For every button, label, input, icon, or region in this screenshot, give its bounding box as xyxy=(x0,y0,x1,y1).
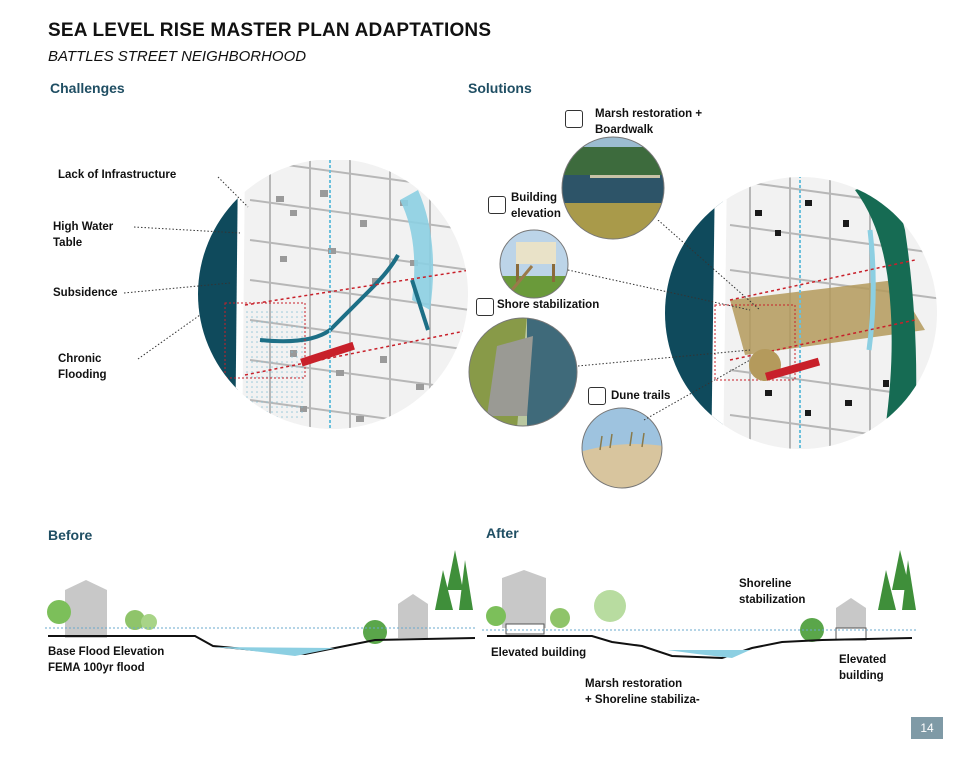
callout-marsh-line1: Marsh restoration + xyxy=(595,108,703,120)
building-icon xyxy=(488,196,506,214)
page-number-badge: 14 xyxy=(911,717,943,739)
label-base-flood-elevation: Base Flood Elevation xyxy=(48,646,165,658)
solutions-heading: Solutions xyxy=(468,80,532,96)
before-heading: Before xyxy=(48,527,93,543)
marsh-sand-area xyxy=(730,280,925,355)
label-fema-100yr: FEMA 100yr flood xyxy=(48,662,145,674)
callout-marsh-line2: Boardwalk xyxy=(595,124,654,136)
photo-shore-stabilization xyxy=(468,317,578,427)
label-elevated-building-right-line2: building xyxy=(839,670,884,682)
before-section-diagram xyxy=(45,550,475,656)
marsh-icon xyxy=(565,110,583,128)
label-table: Table xyxy=(53,237,83,249)
challenges-leaders xyxy=(123,176,249,360)
callout-shore: Shore stabilization xyxy=(497,299,600,311)
photo-marsh-boardwalk xyxy=(561,136,665,240)
shore-icon xyxy=(476,298,494,316)
label-chronic: Chronic xyxy=(58,353,102,365)
after-section-diagram xyxy=(482,550,917,660)
label-marsh-restoration-line1: Marsh restoration xyxy=(585,678,683,690)
solutions-map xyxy=(665,177,937,449)
label-elevated-building-left: Elevated building xyxy=(491,647,587,659)
label-shoreline-line2: stabilization xyxy=(739,594,806,606)
callout-building-line2: elevation xyxy=(511,208,561,220)
label-marsh-restoration-line2: + Shoreline stabiliza- xyxy=(585,694,700,706)
label-high-water: High Water xyxy=(53,221,114,233)
label-shoreline-line1: Shoreline xyxy=(739,578,792,590)
page-subtitle: BATTLES STREET NEIGHBORHOOD xyxy=(48,48,307,65)
label-flooding: Flooding xyxy=(58,369,107,381)
callout-dune: Dune trails xyxy=(611,390,671,402)
label-subsidence: Subsidence xyxy=(53,287,118,299)
photo-dune-trails xyxy=(581,407,663,489)
challenges-heading: Challenges xyxy=(50,80,125,96)
callout-building-line1: Building xyxy=(511,192,557,204)
label-elevated-building-right-line1: Elevated xyxy=(839,654,887,666)
page-title: SEA LEVEL RISE MASTER PLAN ADAPTATIONS xyxy=(48,20,492,41)
after-heading: After xyxy=(486,525,519,541)
label-lack-of-infrastructure: Lack of Infrastructure xyxy=(58,169,177,181)
solutions-leaders xyxy=(567,220,760,421)
challenges-map xyxy=(198,160,468,429)
dune-icon xyxy=(588,387,606,405)
photo-building-elevation xyxy=(499,229,569,299)
